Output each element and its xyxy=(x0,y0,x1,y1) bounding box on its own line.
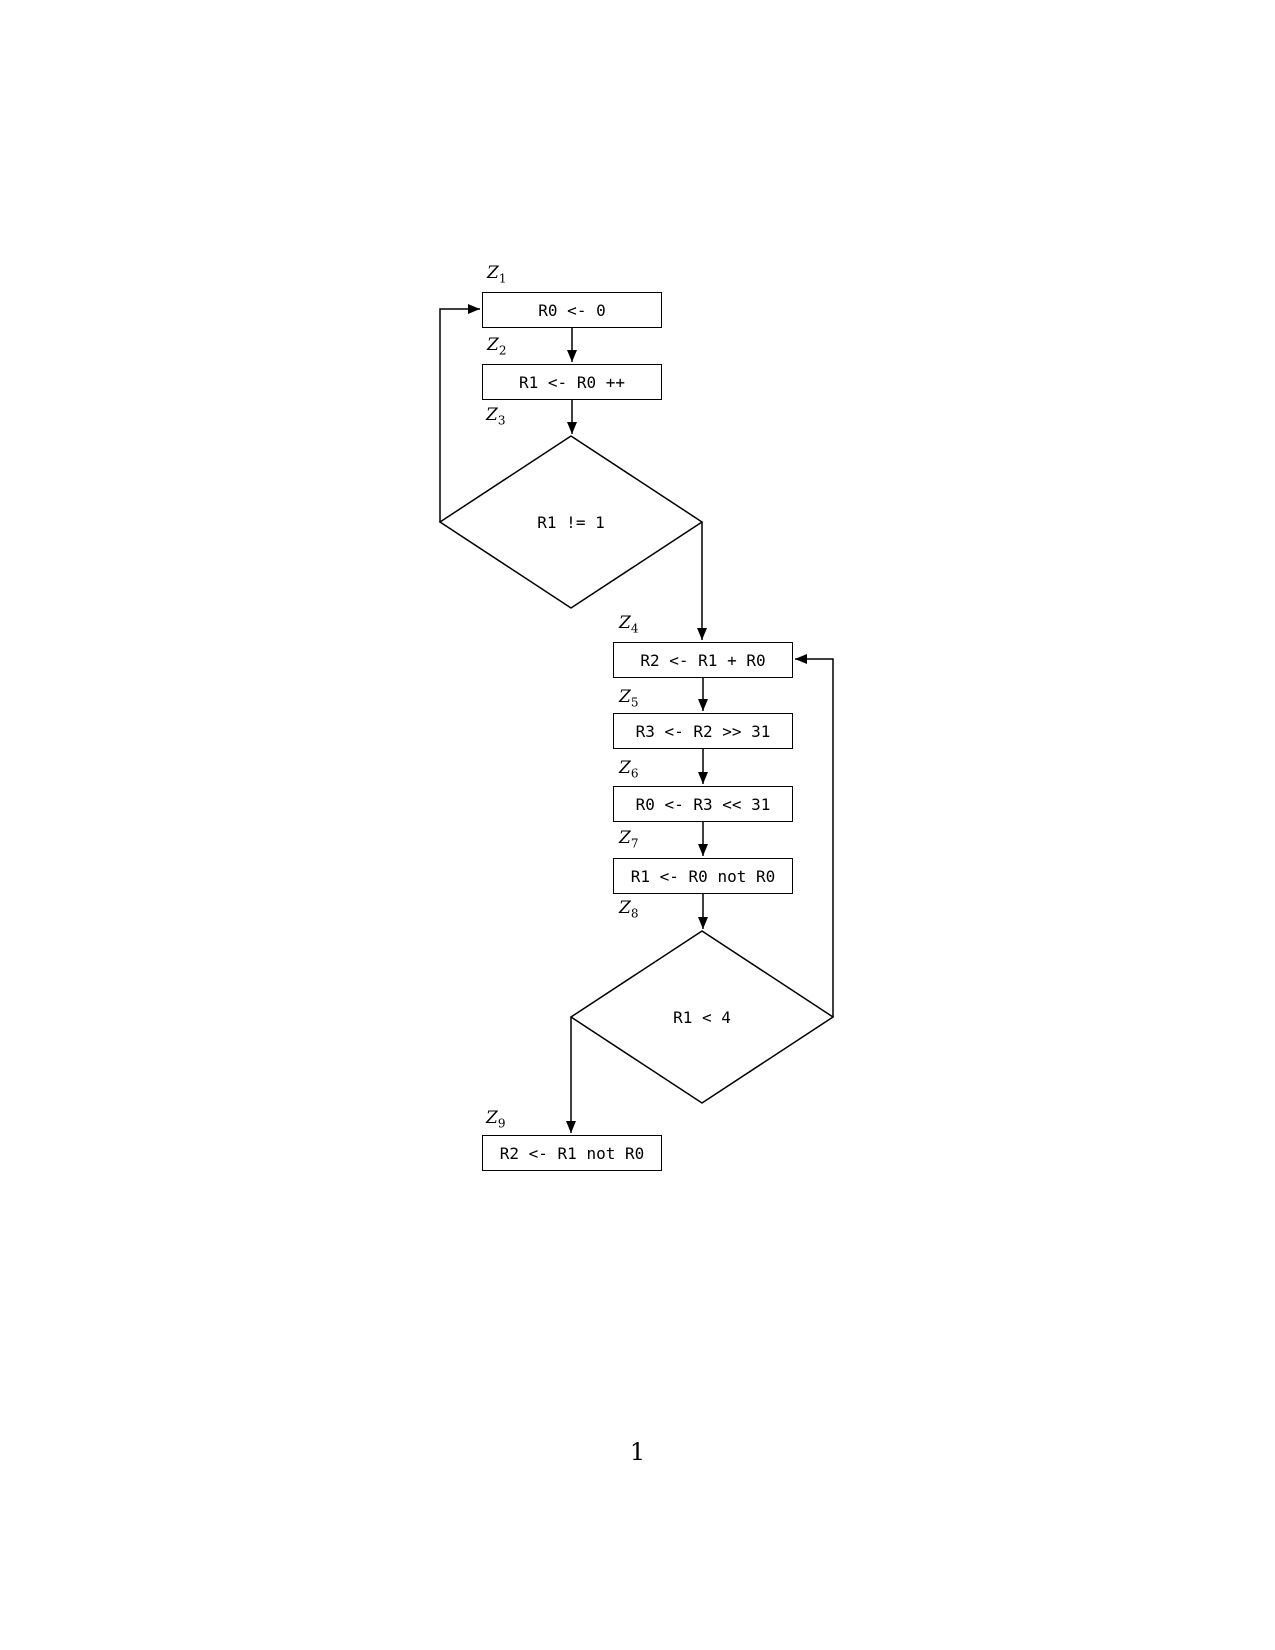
diamond-z3-shape xyxy=(438,435,704,609)
flowchart-node-z7: R1 <- R0 not R0 xyxy=(613,858,793,894)
flowchart-node-z1: R0 <- 0 xyxy=(482,292,662,328)
node-label-z9: Z9 xyxy=(486,1108,506,1131)
flowchart-node-z8: R1 < 4 xyxy=(673,1007,731,1027)
node-label-z6: Z6 xyxy=(619,758,639,781)
flowchart-node-z4: R2 <- R1 + R0 xyxy=(613,642,793,678)
edge-z8-to-z4-loop xyxy=(795,654,834,1017)
node-label-z4: Z4 xyxy=(619,613,639,636)
node-label-z3: Z3 xyxy=(486,405,506,428)
flowchart-node-z3: R1 != 1 xyxy=(537,512,605,532)
flowchart-node-z5: R3 <- R2 >> 31 xyxy=(613,713,793,749)
flowchart-node-z9: R2 <- R1 not R0 xyxy=(482,1135,662,1171)
diamond-z8-shape xyxy=(569,930,835,1104)
flowchart-node-z6: R0 <- R3 << 31 xyxy=(613,786,793,822)
page-number: 1 xyxy=(629,1438,646,1466)
edge-z3-to-z1-loop xyxy=(439,304,480,522)
node-label-z2: Z2 xyxy=(487,335,507,358)
node-label-z1: Z1 xyxy=(487,263,507,286)
node-label-z8: Z8 xyxy=(619,898,639,921)
flowchart-node-z2: R1 <- R0 ++ xyxy=(482,364,662,400)
node-label-z7: Z7 xyxy=(619,828,639,851)
node-label-z5: Z5 xyxy=(619,687,639,710)
